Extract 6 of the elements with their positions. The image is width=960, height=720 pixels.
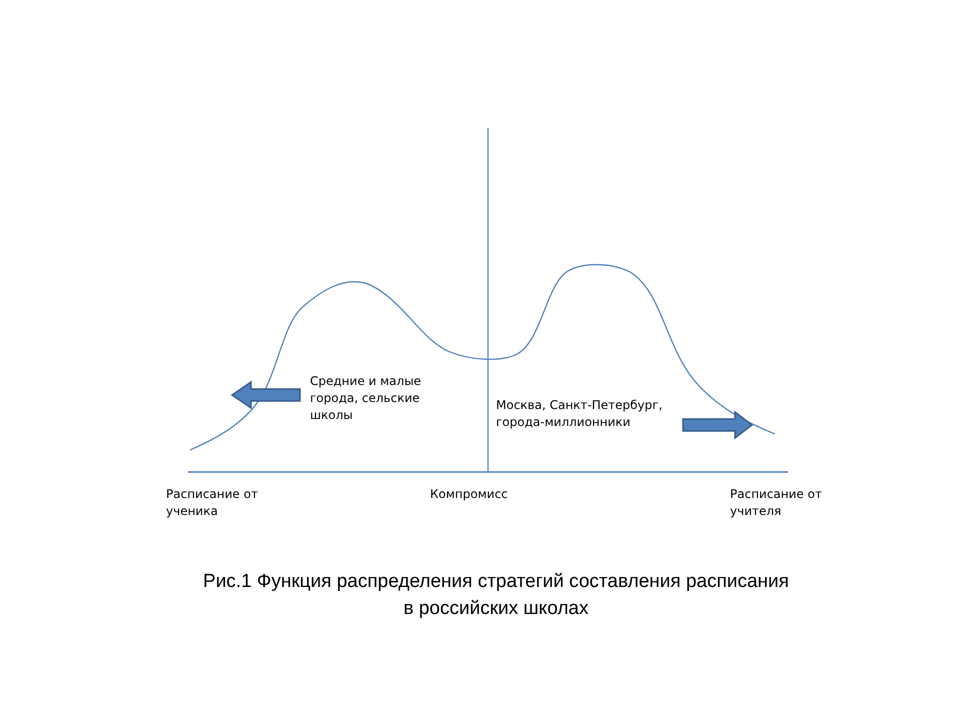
axis-label: Расписание от ученика <box>166 486 259 520</box>
region-label: Москва, Санкт-Петербург, города-миллионники <box>496 397 664 431</box>
region-label: Средние и малые города, сельские школы <box>310 373 422 424</box>
axis-label: Компромисс <box>430 486 509 503</box>
axis-label: Расписание от учителя <box>730 486 823 520</box>
figure-caption: Рис.1 Функция распределения стратегий составления расписания в российских школах <box>202 570 790 621</box>
